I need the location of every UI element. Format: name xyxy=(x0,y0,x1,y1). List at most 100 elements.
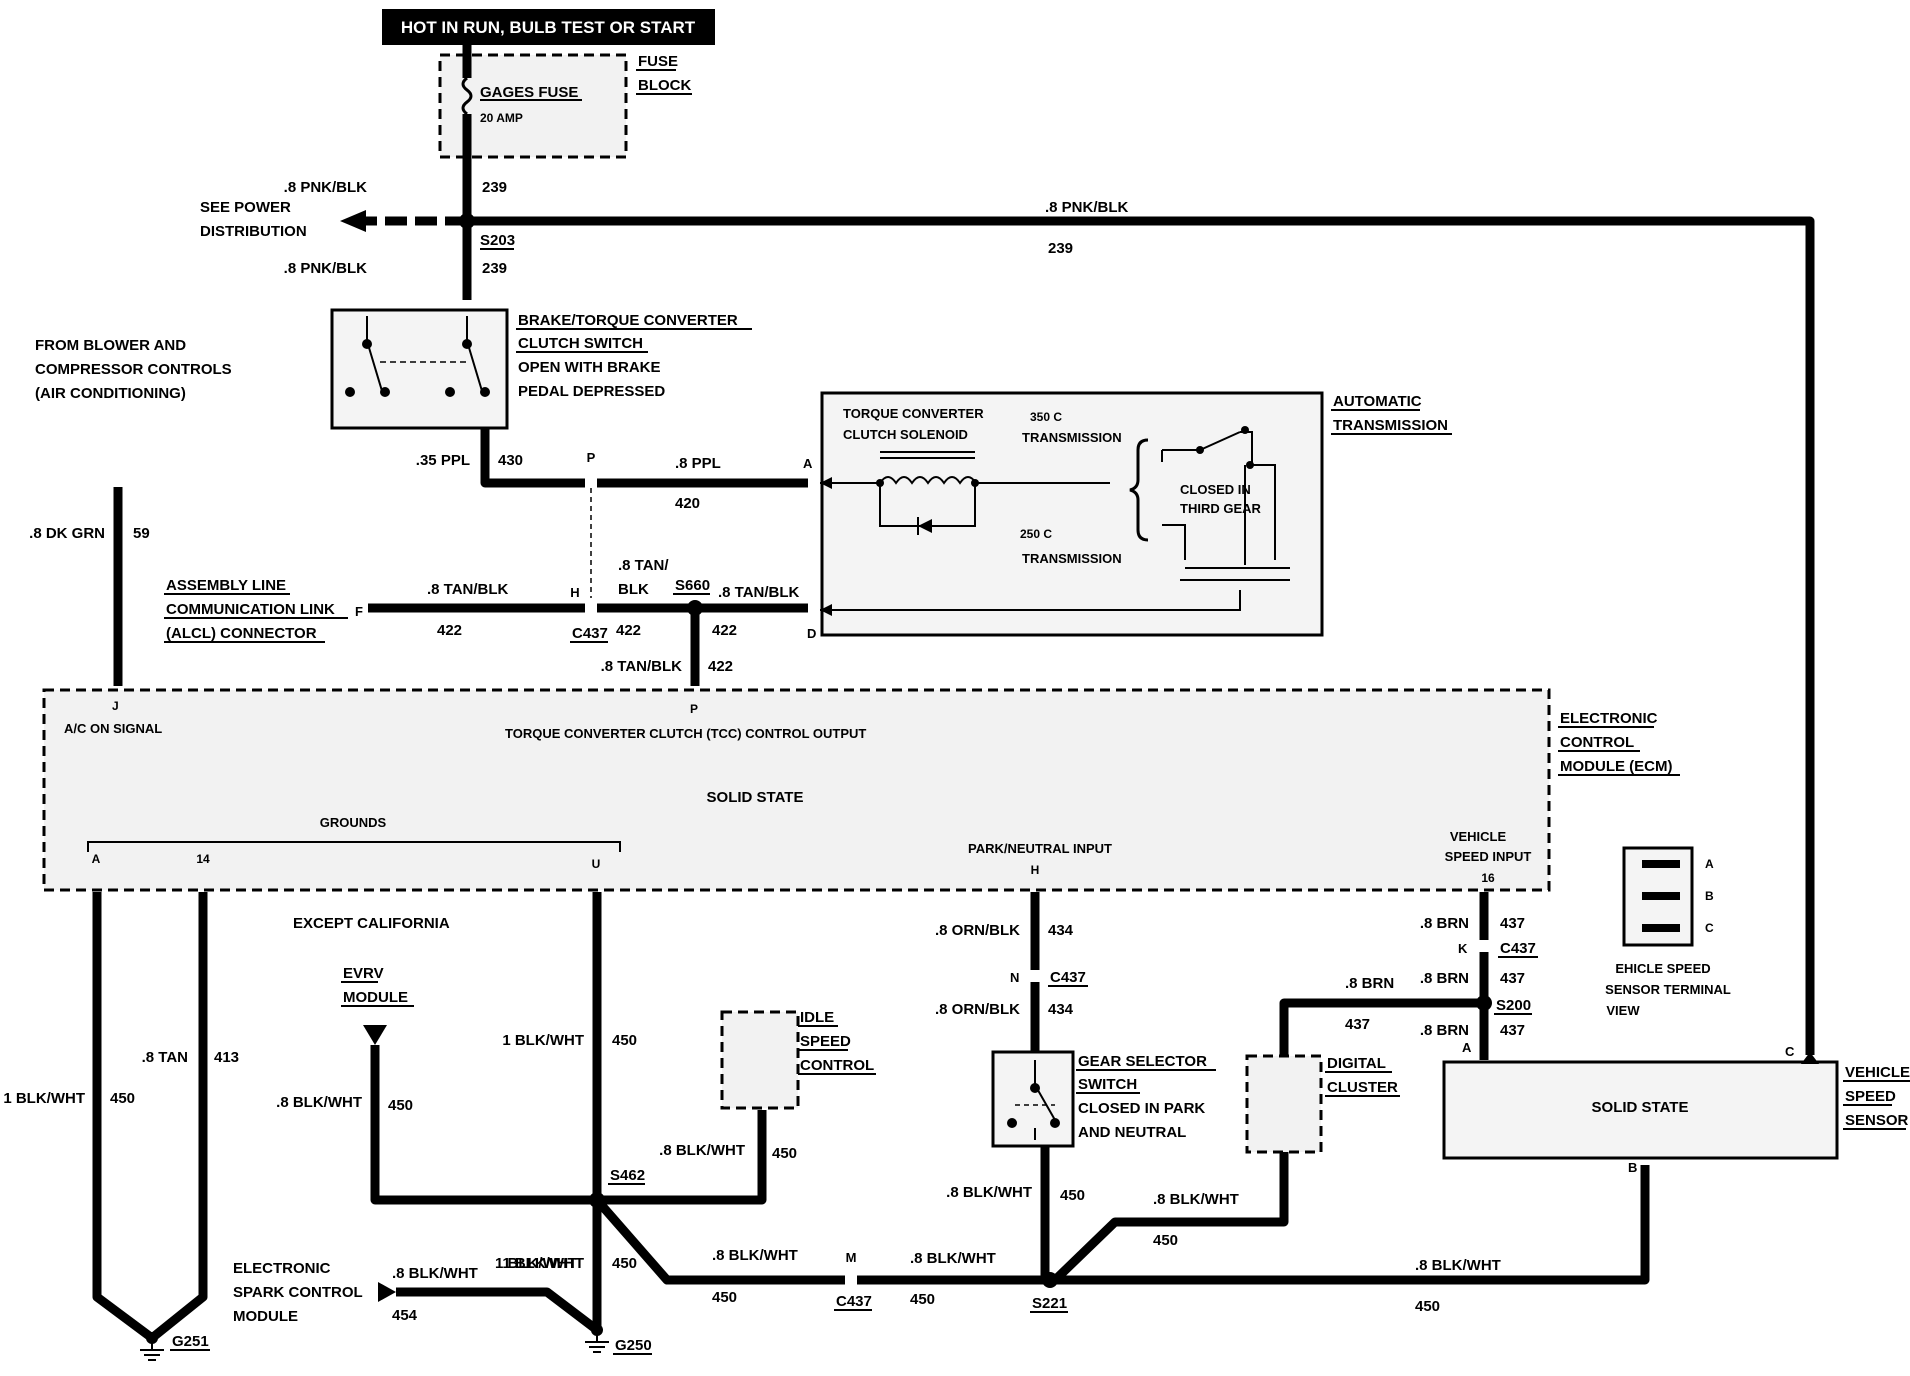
svg-text:ELECTRONIC: ELECTRONIC xyxy=(1560,710,1658,727)
svg-text:437: 437 xyxy=(1500,1022,1525,1039)
svg-text:SOLID STATE: SOLID STATE xyxy=(707,789,804,806)
svg-text:450: 450 xyxy=(1415,1298,1440,1315)
electronic-spark-control-module: ELECTRONIC SPARK CONTROL MODULE .8 BLK/W… xyxy=(233,1255,600,1334)
svg-text:H: H xyxy=(1031,863,1040,877)
svg-text:1 BLK/WHT: 1 BLK/WHT xyxy=(502,1255,584,1272)
svg-text:422: 422 xyxy=(437,622,462,639)
svg-text:M: M xyxy=(846,1250,857,1265)
svg-text:C437: C437 xyxy=(836,1293,872,1310)
vehicle-speed-sensor: SOLID STATE VEHICLE SPEED SENSOR C xyxy=(1442,1044,1910,1160)
svg-text:H: H xyxy=(570,585,579,600)
svg-text:.8 BLK/WHT: .8 BLK/WHT xyxy=(1153,1191,1239,1208)
esc-triangle-icon xyxy=(378,1282,396,1302)
svg-text:P: P xyxy=(690,702,698,716)
splice-s203: S203 xyxy=(480,232,515,249)
svg-text:C437: C437 xyxy=(1500,940,1536,957)
svg-text:MODULE: MODULE xyxy=(343,989,408,1006)
svg-text:.8 TAN/BLK: .8 TAN/BLK xyxy=(427,581,509,598)
svg-text:GROUNDS: GROUNDS xyxy=(320,815,387,830)
svg-text:DIGITAL: DIGITAL xyxy=(1327,1055,1386,1072)
svg-text:422: 422 xyxy=(708,658,733,675)
svg-text:CONTROL: CONTROL xyxy=(1560,734,1634,751)
circuit-437: .8 BRN 437 K C437 .8 BRN 437 S200 .8 BRN… xyxy=(1420,892,1538,1060)
svg-text:437: 437 xyxy=(1500,970,1525,987)
svg-text:CLUSTER: CLUSTER xyxy=(1327,1079,1398,1096)
svg-text:SPEED INPUT: SPEED INPUT xyxy=(1445,849,1532,864)
svg-text:G251: G251 xyxy=(172,1333,209,1350)
svg-text:AUTOMATIC: AUTOMATIC xyxy=(1333,393,1422,410)
svg-text:A: A xyxy=(1462,1040,1472,1055)
header-title: HOT IN RUN, BULB TEST OR START xyxy=(401,18,696,37)
circuit-239: .8 PNK/BLK 239 S203 .8 PNK/BLK 239 SEE P… xyxy=(200,179,1815,1055)
svg-text:F: F xyxy=(355,604,363,619)
svg-text:ELECTRONIC: ELECTRONIC xyxy=(233,1260,331,1277)
svg-text:IDLE: IDLE xyxy=(800,1009,834,1026)
alcl-connector: ASSEMBLY LINE COMMUNICATION LINK (ALCL) … xyxy=(164,577,363,643)
ground-g250-icon xyxy=(585,1330,609,1353)
svg-text:S200: S200 xyxy=(1496,997,1531,1014)
svg-text:COMMUNICATION LINK: COMMUNICATION LINK xyxy=(166,601,335,618)
svg-text:(ALCL) CONNECTOR: (ALCL) CONNECTOR xyxy=(166,625,317,642)
svg-text:.8 ORN/BLK: .8 ORN/BLK xyxy=(935,1001,1020,1018)
evrv-triangle-icon xyxy=(363,1025,387,1045)
svg-text:434: 434 xyxy=(1048,1001,1074,1018)
svg-text:454: 454 xyxy=(392,1307,418,1324)
svg-text:P: P xyxy=(587,450,596,465)
svg-text:SWITCH: SWITCH xyxy=(1078,1076,1137,1093)
gear-selector-switch: GEAR SELECTOR SWITCH CLOSED IN PARK AND … xyxy=(946,1050,1216,1280)
svg-text:.8 BLK/WHT: .8 BLK/WHT xyxy=(910,1250,996,1267)
svg-text:.8 BLK/WHT: .8 BLK/WHT xyxy=(946,1184,1032,1201)
svg-text:420: 420 xyxy=(675,495,700,512)
svg-text:.8 BLK/WHT: .8 BLK/WHT xyxy=(276,1094,362,1111)
svg-text:GEAR SELECTOR: GEAR SELECTOR xyxy=(1078,1053,1207,1070)
svg-text:430: 430 xyxy=(498,452,523,469)
svg-text:.8 BRN: .8 BRN xyxy=(1345,975,1394,992)
svg-text:.35 PPL: .35 PPL xyxy=(416,452,470,469)
svg-text:THIRD GEAR: THIRD GEAR xyxy=(1180,501,1262,516)
svg-text:EXCEPT CALIFORNIA: EXCEPT CALIFORNIA xyxy=(293,915,450,932)
ground-bus-450: .8 BLK/WHT 450 M C437 .8 BLK/WHT 450 S22… xyxy=(593,1160,1650,1315)
svg-text:AND NEUTRAL: AND NEUTRAL xyxy=(1078,1124,1186,1141)
svg-text:.8 BLK/WHT: .8 BLK/WHT xyxy=(1415,1257,1501,1274)
arrow-left-icon xyxy=(340,210,366,232)
svg-text:239: 239 xyxy=(1048,240,1073,257)
svg-text:59: 59 xyxy=(133,525,150,542)
svg-text:1 BLK/WHT: 1 BLK/WHT xyxy=(495,1255,577,1272)
svg-text:239: 239 xyxy=(482,260,507,277)
svg-text:14: 14 xyxy=(196,852,210,866)
see-power-distribution: SEE POWER xyxy=(200,199,291,216)
solenoid-coil-icon xyxy=(879,476,977,485)
svg-text:S462: S462 xyxy=(610,1167,645,1184)
svg-text:VIEW: VIEW xyxy=(1606,1003,1640,1018)
svg-text:VEHICLE: VEHICLE xyxy=(1450,829,1507,844)
svg-text:.8 BRN: .8 BRN xyxy=(1420,970,1469,987)
svg-text:MODULE (ECM): MODULE (ECM) xyxy=(1560,758,1673,775)
svg-text:TORQUE CONVERTER CLUTCH (TCC): TORQUE CONVERTER CLUTCH (TCC) CONTROL OU… xyxy=(505,726,866,741)
svg-text:A: A xyxy=(803,456,813,471)
fuse-block: GAGES FUSE 20 AMP FUSE BLOCK xyxy=(438,45,692,208)
svg-text:437: 437 xyxy=(1345,1016,1370,1033)
svg-text:SENSOR: SENSOR xyxy=(1845,1112,1909,1129)
svg-text:EVRV: EVRV xyxy=(343,965,384,982)
svg-text:SOLID STATE: SOLID STATE xyxy=(1592,1099,1689,1116)
svg-text:SPARK CONTROL: SPARK CONTROL xyxy=(233,1284,363,1301)
svg-text:.8 PPL: .8 PPL xyxy=(675,455,721,472)
brake-torque-converter-switch: BRAKE/TORQUE CONVERTER CLUTCH SWITCH OPE… xyxy=(330,308,752,430)
svg-text:450: 450 xyxy=(772,1145,797,1162)
fuse-rating: 20 AMP xyxy=(480,111,523,125)
svg-text:CLOSED IN: CLOSED IN xyxy=(1180,482,1251,497)
svg-text:239: 239 xyxy=(482,179,507,196)
svg-text:D: D xyxy=(807,626,816,641)
svg-text:SENSOR TERMINAL: SENSOR TERMINAL xyxy=(1605,982,1731,997)
splice-s200-dot xyxy=(1476,995,1492,1011)
svg-text:K: K xyxy=(1458,941,1468,956)
svg-text:OPEN WITH BRAKE: OPEN WITH BRAKE xyxy=(518,359,661,376)
svg-text:350 C: 350 C xyxy=(1030,410,1062,424)
svg-text:VEHICLE: VEHICLE xyxy=(1845,1064,1910,1081)
svg-text:TRANSMISSION: TRANSMISSION xyxy=(1333,417,1448,434)
power-source-header: HOT IN RUN, BULB TEST OR START xyxy=(382,9,715,45)
svg-text:B: B xyxy=(1628,1160,1637,1175)
svg-text:CLOSED IN PARK: CLOSED IN PARK xyxy=(1078,1100,1205,1117)
svg-text:S221: S221 xyxy=(1032,1295,1067,1312)
svg-text:450: 450 xyxy=(612,1255,637,1272)
